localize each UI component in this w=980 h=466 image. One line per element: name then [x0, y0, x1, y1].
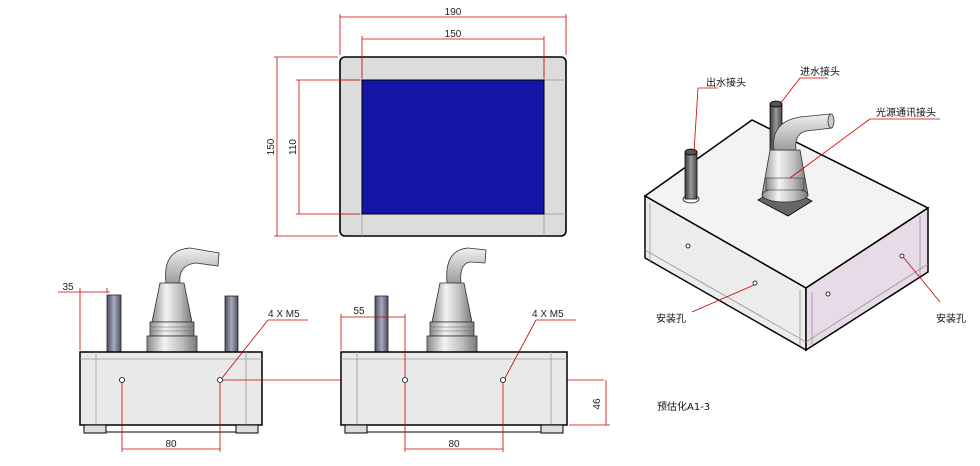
mount-hole: [402, 377, 408, 383]
connector-cone: [151, 282, 193, 323]
label-mount-left: 安装孔: [656, 312, 686, 325]
dim-bottom-left: 80: [165, 439, 177, 450]
dim-outer-width: 190: [445, 7, 462, 18]
iso-outlet-pipe: [684, 151, 698, 200]
mount-hole: [825, 291, 831, 297]
mount-hole: [217, 377, 223, 383]
connector-hose: [165, 247, 220, 284]
dim-holes-left: 4 X M5: [268, 309, 300, 320]
connector-hose: [446, 247, 487, 284]
inlet-pipe: [374, 295, 389, 353]
mount-hole: [500, 377, 506, 383]
top-view-window: [361, 79, 545, 215]
outlet-pipe: [106, 294, 122, 353]
front-view-left: 35 4 X M5 80: [58, 247, 604, 452]
iso-view: 出水接头 进水接头 光源通讯接头 安装孔 安装孔: [643, 65, 966, 352]
mount-hole: [119, 377, 125, 383]
front-right-body: [340, 351, 568, 426]
dim-outer-height: 150: [266, 138, 277, 155]
label-inlet: 进水接头: [800, 65, 840, 78]
dim-pipe-offset-right: 55: [353, 306, 365, 317]
iso-side-face: [805, 206, 929, 352]
front-left-body: [79, 351, 263, 426]
label-outlet: 出水接头: [706, 76, 746, 89]
mount-hole: [899, 253, 905, 259]
top-view: 190 150 150 110: [266, 7, 567, 237]
dim-inner-width: 150: [445, 29, 462, 40]
mount-hole: [685, 243, 691, 249]
dim-outer-width-lines: [339, 14, 567, 55]
connector-cone: [431, 282, 473, 323]
label-mount-right: 安装孔: [936, 312, 966, 325]
dim-pipe-offset-left: 35: [62, 282, 74, 293]
dim-bottom-right: 80: [448, 439, 460, 450]
dim-height: 46: [592, 398, 603, 410]
inlet-pipe: [224, 295, 239, 353]
label-connector: 光源通讯接头: [876, 106, 936, 119]
mount-hole: [752, 280, 758, 286]
dim-inner-height: 110: [288, 139, 299, 155]
front-view-right: 55 4 X M5 80 46: [340, 247, 610, 452]
drawing-caption: 预估化A1-3: [657, 400, 710, 413]
dim-holes-right: 4 X M5: [532, 309, 564, 320]
